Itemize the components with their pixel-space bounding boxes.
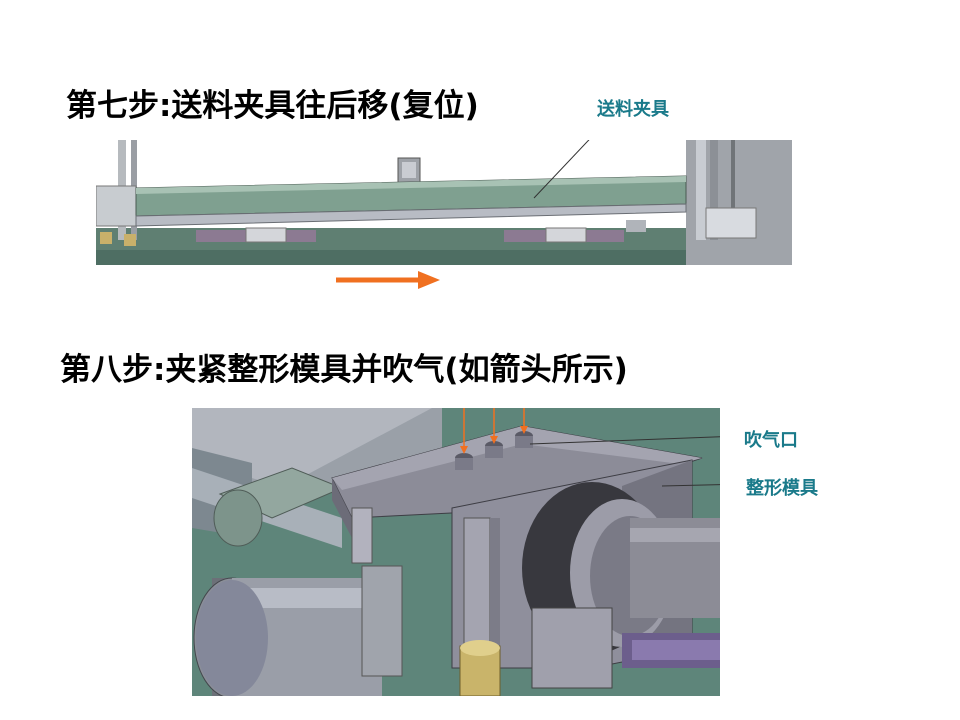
shaping-die-label: 整形模具 (746, 478, 818, 499)
blow-port-label: 吹气口 (744, 430, 798, 451)
step8-title: 第八步:夹紧整形模具并吹气(如箭头所示) (60, 352, 628, 388)
shaping-die-render (192, 408, 720, 696)
move-direction-arrow (336, 271, 440, 289)
feeding-fixture-render (96, 140, 792, 265)
feeding-fixture-label: 送料夹具 (597, 99, 669, 120)
step7-title: 第七步:送料夹具往后移(复位) (66, 88, 479, 124)
